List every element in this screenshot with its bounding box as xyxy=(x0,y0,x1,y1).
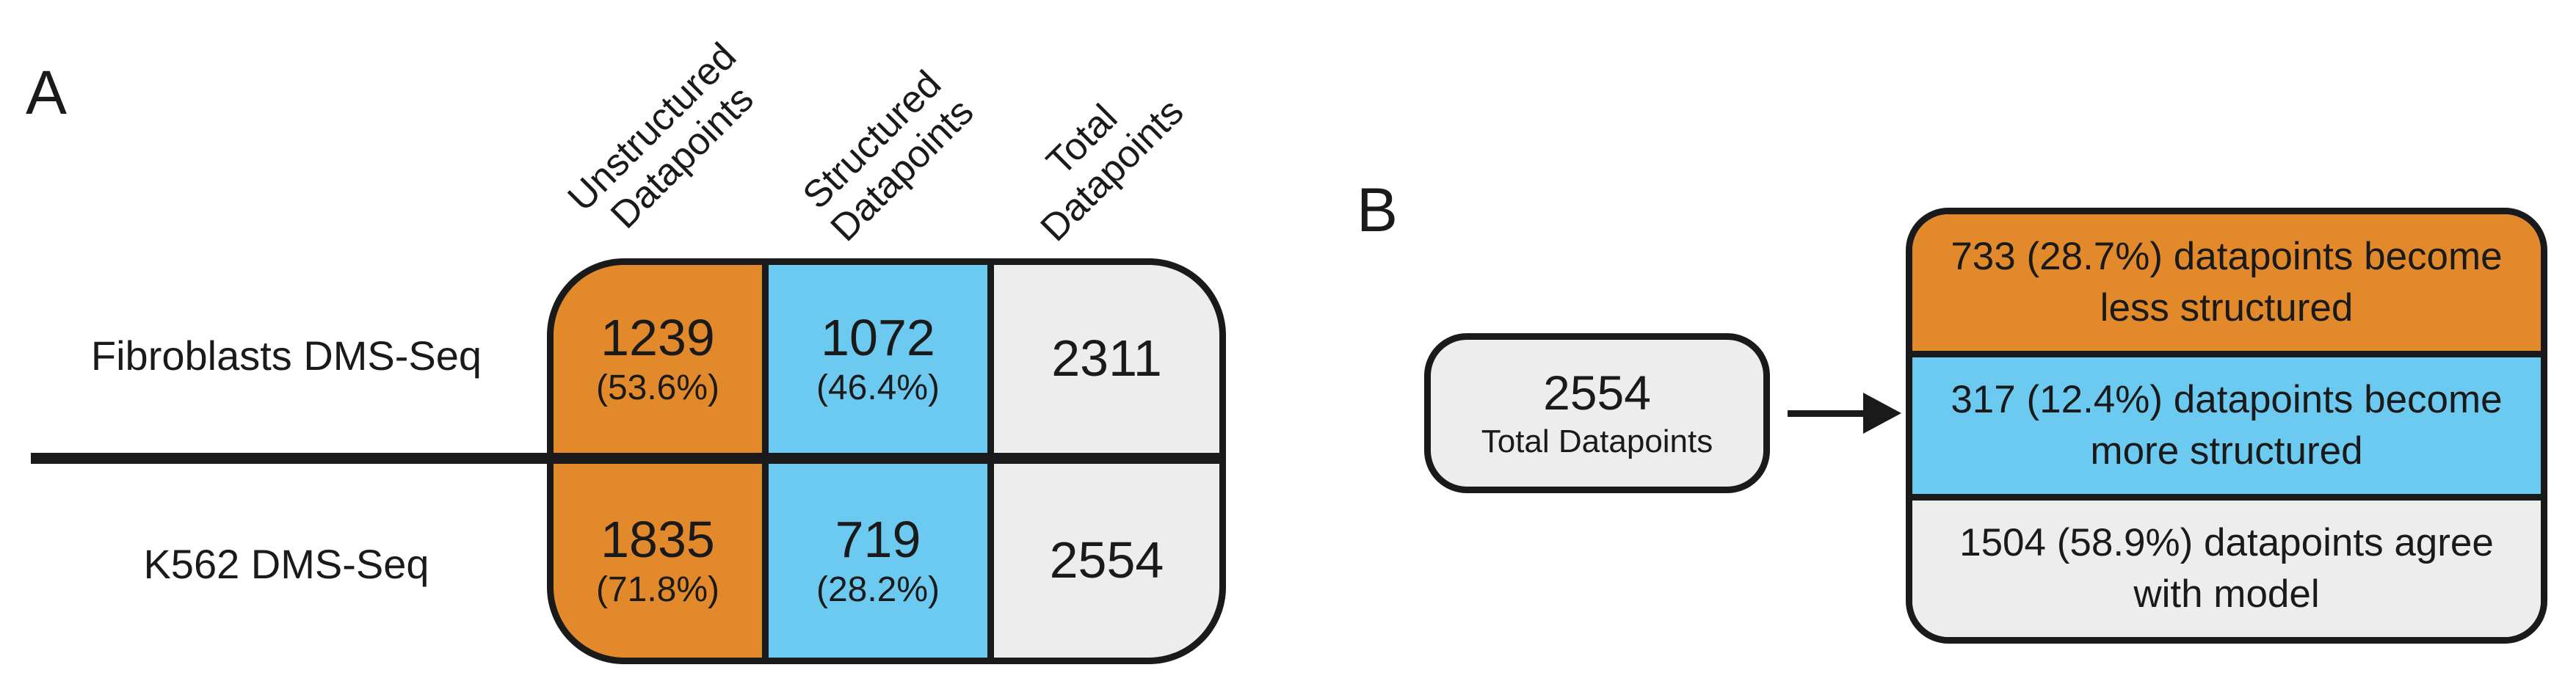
segment-text-line: with model xyxy=(2133,572,2320,616)
cell-count: 1239 xyxy=(601,309,715,367)
cell-fibroblasts-total: 2311 xyxy=(994,265,1219,453)
row-divider-line xyxy=(31,453,554,464)
row-label-k562: K562 DMS-Seq xyxy=(143,541,429,587)
cell-count: 1835 xyxy=(601,511,715,569)
unstructured-column: 1239 (53.6%) 1835 (71.8%) xyxy=(554,265,769,658)
structured-column: 1072 (46.4%) 719 (28.2%) xyxy=(769,265,994,658)
segment-less-structured: 733 (28.7%) datapoints become less struc… xyxy=(1912,214,2541,357)
table-row-divider xyxy=(994,453,1219,464)
cell-count: 1072 xyxy=(821,309,935,367)
results-table: 1239 (53.6%) 1835 (71.8%) 1072 (46.4%) 7… xyxy=(547,258,1226,664)
column-header-total: Total Datapoints xyxy=(1003,60,1192,250)
column-header-unstructured: Unstructured Datapoints xyxy=(560,34,775,250)
row-label-fibroblasts: Fibroblasts DMS-Seq xyxy=(90,332,482,379)
cell-percent: (28.2%) xyxy=(816,570,940,609)
total-column: 2311 2554 xyxy=(994,265,1219,658)
table-row-divider xyxy=(769,453,987,464)
total-datapoints-box: 2554 Total Datapoints xyxy=(1424,333,1770,493)
cell-percent: (71.8%) xyxy=(595,570,720,609)
arrow-head-icon xyxy=(1863,393,1901,434)
panel-b-label: B xyxy=(1357,175,1398,244)
segment-text-line: more structured xyxy=(2090,429,2363,473)
segment-text-line: 317 (12.4%) datapoints become xyxy=(1951,378,2503,422)
total-datapoints-caption: Total Datapoints xyxy=(1481,423,1713,459)
cell-k562-unstructured: 1835 (71.8%) xyxy=(554,464,762,658)
segment-more-structured: 317 (12.4%) datapoints become more struc… xyxy=(1912,357,2541,501)
segment-text-line: 733 (28.7%) datapoints become xyxy=(1951,235,2503,279)
cell-count: 2311 xyxy=(1051,330,1162,388)
arrow-shaft xyxy=(1788,410,1868,417)
segment-text-line: less structured xyxy=(2100,286,2354,330)
table-row-divider xyxy=(554,453,762,464)
panel-a-label: A xyxy=(26,58,68,127)
total-datapoints-count: 2554 xyxy=(1543,365,1651,421)
cell-fibroblasts-unstructured: 1239 (53.6%) xyxy=(554,265,762,453)
outcome-stack-box: 733 (28.7%) datapoints become less struc… xyxy=(1906,208,2547,644)
cell-count: 2554 xyxy=(1049,531,1164,589)
cell-k562-structured: 719 (28.2%) xyxy=(769,464,987,658)
cell-percent: (46.4%) xyxy=(816,368,940,407)
cell-count: 719 xyxy=(835,511,921,569)
cell-fibroblasts-structured: 1072 (46.4%) xyxy=(769,265,987,453)
segment-agree-with-model: 1504 (58.9%) datapoints agree with model xyxy=(1912,501,2541,637)
column-header-structured: Structured Datapoints xyxy=(793,60,982,250)
cell-k562-total: 2554 xyxy=(994,464,1219,658)
cell-percent: (53.6%) xyxy=(595,368,720,407)
segment-text-line: 1504 (58.9%) datapoints agree xyxy=(1959,521,2494,565)
